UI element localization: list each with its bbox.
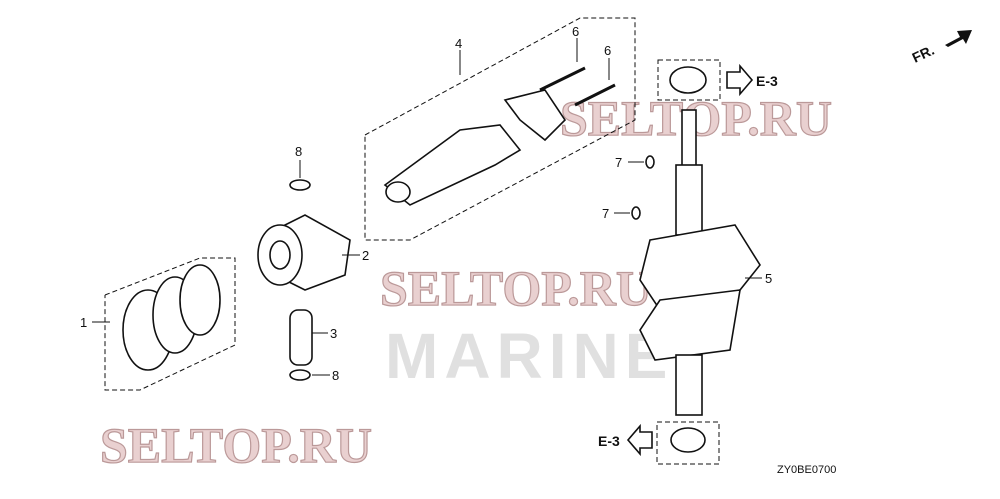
callout-4: 4 [455, 36, 462, 51]
piston-pin-clip-top[interactable] [289, 179, 311, 191]
ref-e3-top[interactable]: E-3 [756, 73, 778, 89]
woodruff-key-lower[interactable] [631, 206, 641, 220]
callout-6-right: 6 [604, 43, 611, 58]
watermark-seltop-bottom: SELTOP.RU [100, 417, 372, 473]
callout-2: 2 [362, 248, 369, 263]
piston-pin-clip-bottom[interactable] [289, 369, 311, 381]
callout-3: 3 [330, 326, 337, 341]
watermark-marine: MARINE [385, 320, 673, 392]
callout-6-left: 6 [572, 24, 579, 39]
front-arrow-icon [945, 30, 972, 47]
oil-seal-bottom[interactable] [670, 427, 706, 453]
arrow-left-icon [626, 423, 653, 457]
piston-rings[interactable] [104, 257, 236, 391]
watermark-seltop-center: SELTOP.RU [380, 260, 652, 316]
crankshaft[interactable] [639, 109, 761, 416]
callout-8-bottom: 8 [332, 368, 339, 383]
callout-5: 5 [765, 271, 772, 286]
callout-7-lower: 7 [602, 206, 609, 221]
callout-8-top: 8 [295, 144, 302, 159]
diagram-code: ZY0BE0700 [777, 464, 836, 476]
woodruff-key-upper[interactable] [645, 155, 655, 169]
callout-1: 1 [80, 315, 87, 330]
front-direction-label: FR. [910, 42, 937, 66]
ref-e3-bottom[interactable]: E-3 [598, 433, 620, 449]
piston[interactable] [257, 214, 351, 291]
arrow-right-icon [726, 63, 754, 97]
piston-pin[interactable] [289, 309, 313, 366]
connecting-rod[interactable] [383, 89, 567, 206]
callout-7-upper: 7 [615, 155, 622, 170]
oil-seal-top[interactable] [669, 66, 707, 94]
